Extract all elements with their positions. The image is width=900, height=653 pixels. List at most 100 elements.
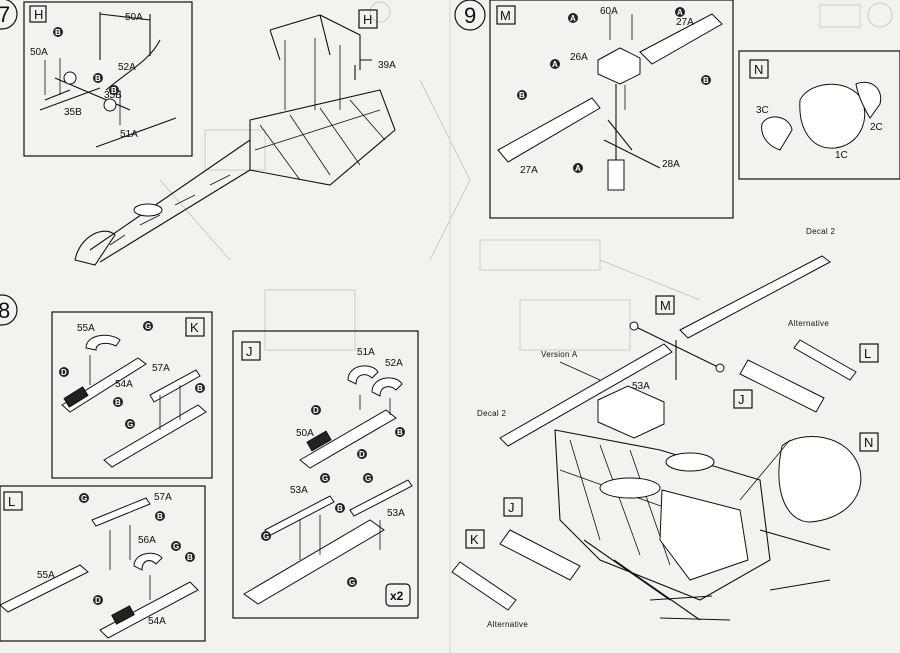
fuselage-bracing — [559, 439, 701, 566]
assembly-arrows — [284, 38, 341, 110]
label-35b-left: 35B — [64, 107, 82, 118]
skid-strut — [99, 12, 151, 60]
inset-box-l-left — [0, 485, 206, 642]
label-version-a: Version A — [541, 350, 578, 359]
marker-d — [357, 449, 367, 459]
box-label-frame — [185, 317, 205, 337]
label-51a-h: 51A — [120, 129, 138, 140]
inset-box-k — [51, 311, 213, 479]
part-grip-k — [63, 386, 89, 408]
svg-text:A: A — [575, 164, 581, 173]
assembly-arrows — [609, 14, 633, 110]
boom-bracing — [109, 174, 231, 246]
bearing-35b-left — [63, 71, 77, 85]
svg-text:A: A — [677, 8, 683, 17]
marker-g — [171, 541, 181, 551]
marker-a — [550, 59, 560, 69]
part-51a-j — [347, 365, 379, 385]
label-57a-k: 57A — [152, 363, 170, 374]
marker-b — [109, 85, 119, 95]
label-57a-l: 57A — [154, 492, 172, 503]
bleed-through-ghost — [159, 1, 893, 351]
box-label-frame — [749, 59, 769, 79]
rotor-blade-decal-top — [679, 255, 831, 339]
canopy-frame — [269, 14, 361, 70]
label-alternative-top: Alternative — [788, 319, 829, 328]
svg-text:D: D — [313, 406, 319, 415]
stabilizer-bar — [633, 325, 721, 380]
label-27a-top-right: 27A — [676, 17, 694, 28]
svg-text:B: B — [157, 512, 163, 521]
label-decal-2-left: Decal 2 — [477, 409, 506, 418]
label-decal-2-top: Decal 2 — [806, 227, 835, 236]
fuel-tank — [599, 477, 661, 499]
label-1c: 1C — [835, 150, 848, 161]
svg-text:B: B — [115, 398, 121, 407]
marker-b — [155, 511, 165, 521]
part-grip-l — [111, 605, 135, 625]
assembly-arrows — [44, 58, 121, 125]
part-55a-l — [0, 564, 89, 613]
part-55a — [85, 334, 121, 351]
canopy-bubble-1c — [799, 83, 866, 149]
part-57a-k — [149, 369, 201, 403]
assembly-arrows — [299, 395, 391, 560]
marker-b — [185, 552, 195, 562]
marker-b — [53, 27, 63, 37]
svg-text:B: B — [337, 504, 343, 513]
part-53a-right — [349, 479, 413, 517]
label-55a-l: 55A — [37, 570, 55, 581]
label-2c: 2C — [870, 122, 883, 133]
label-53a-right: 53A — [387, 508, 405, 519]
canopy-side-3c — [761, 116, 793, 151]
svg-text:G: G — [349, 578, 355, 587]
box-label-frame — [859, 432, 879, 452]
marker-b — [113, 397, 123, 407]
svg-text:B: B — [95, 74, 101, 83]
label-53a-main: 53A — [632, 381, 650, 392]
marker-g — [320, 473, 330, 483]
svg-text:D: D — [95, 596, 101, 605]
bearing-35b-right — [103, 98, 117, 112]
marker-g — [363, 473, 373, 483]
box-label-frame — [655, 295, 675, 315]
marker-g — [143, 321, 153, 331]
mast-base — [607, 159, 625, 191]
box-label-m-inset: M — [500, 8, 511, 23]
svg-text:B: B — [197, 384, 203, 393]
marker-g — [347, 577, 357, 587]
label-50a-top: 50A — [125, 12, 143, 23]
label-51a-j: 51A — [357, 347, 375, 358]
marker-b — [701, 75, 711, 85]
svg-text:A: A — [570, 14, 576, 23]
label-alternative-bottom: Alternative — [487, 620, 528, 629]
svg-text:G: G — [322, 474, 328, 483]
svg-text:B: B — [187, 553, 193, 562]
marker-b — [93, 73, 103, 83]
marker-g — [125, 419, 135, 429]
marker-b — [517, 90, 527, 100]
label-54a-k: 54A — [115, 379, 133, 390]
canopy-side-2c — [855, 81, 882, 119]
rotor-blade-decal-left — [499, 343, 673, 447]
stabilizer-weight — [629, 321, 639, 331]
part-53a-box — [597, 385, 665, 439]
stabilizer-weight — [715, 363, 725, 373]
svg-text:G: G — [173, 542, 179, 551]
svg-text:A: A — [552, 60, 558, 69]
step-9-circle — [454, 0, 486, 31]
rotor-hub-26a — [597, 47, 641, 85]
svg-text:B: B — [55, 28, 61, 37]
step-8-circle — [0, 294, 18, 326]
box-label-j-main: J — [738, 392, 745, 407]
label-53a-left: 53A — [290, 485, 308, 496]
label-28a: 28A — [662, 159, 680, 170]
marker-a — [675, 7, 685, 17]
label-55a: 55A — [77, 323, 95, 334]
svg-text:G: G — [263, 532, 269, 541]
marker-g — [261, 531, 271, 541]
marker-b — [335, 503, 345, 513]
skid-crossbar — [44, 39, 161, 111]
inset-box-m — [489, 0, 734, 219]
